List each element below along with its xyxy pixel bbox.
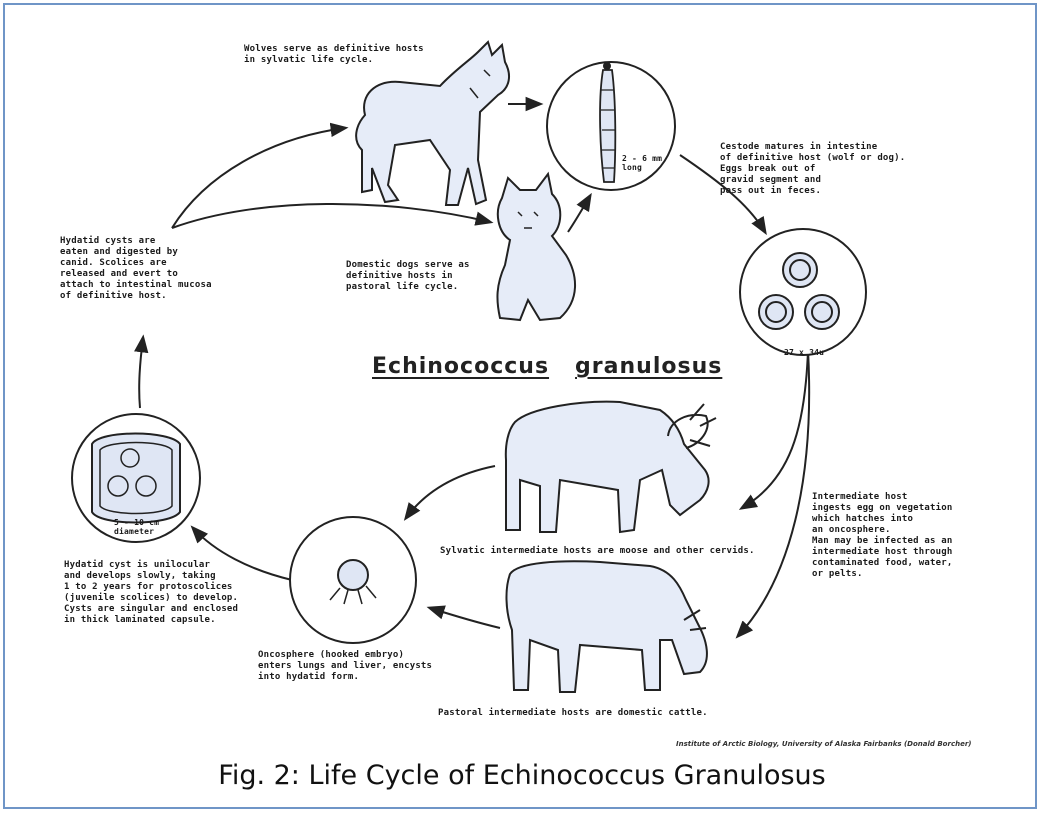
arrow-cyst-to-hydatid: [139, 338, 143, 408]
label-intermediate-host: Intermediate host ingests egg on vegetat…: [812, 492, 952, 580]
arrow-cattle-to-oncosphere: [430, 608, 500, 628]
label-cestode: Cestode matures in intestine of definiti…: [720, 142, 905, 197]
label-wolves: Wolves serve as definitive hosts in sylv…: [244, 44, 424, 66]
wolf-illustration: [356, 42, 509, 205]
figure-caption: Fig. 2: Life Cycle of Echinococcus Granu…: [0, 760, 1044, 791]
arrow-moose-to-oncosphere: [406, 466, 495, 518]
eggs-illustration: [740, 229, 866, 355]
label-hydatid-cyst: Hydatid cyst is unilocular and develops …: [64, 560, 238, 626]
arrow-eggs-to-moose: [742, 350, 808, 508]
arrow-dog-to-worm: [568, 196, 590, 232]
arrow-hydatid-to-wolf: [172, 128, 345, 228]
label-oncosphere: Oncosphere (hooked embryo) enters lungs …: [258, 650, 432, 683]
label-tapeworm-size: 2 - 6 mm long: [622, 154, 662, 172]
label-egg-size: 27 x 34u: [784, 348, 824, 357]
label-cyst-size: 5 - 10 cm diameter: [114, 518, 159, 536]
oncosphere-illustration: [290, 517, 416, 643]
title-species: granulosus: [575, 354, 722, 379]
dog-illustration: [497, 174, 575, 320]
label-pastoral-hosts: Pastoral intermediate hosts are domestic…: [438, 708, 708, 719]
moose-illustration: [506, 402, 716, 532]
title-genus: Echinococcus: [372, 354, 549, 379]
cattle-illustration: [506, 561, 706, 692]
source-credit: Institute of Arctic Biology, University …: [676, 740, 971, 748]
label-dogs: Domestic dogs serve as definitive hosts …: [346, 260, 470, 293]
label-hydatid-eaten: Hydatid cysts are eaten and digested by …: [60, 236, 212, 302]
label-sylvatic-hosts: Sylvatic intermediate hosts are moose an…: [440, 546, 755, 557]
arrow-eggs-to-cattle: [738, 350, 809, 636]
arrow-hydatid-to-dog: [172, 204, 490, 228]
diagram-title: Echinococcus granulosus: [372, 354, 722, 379]
